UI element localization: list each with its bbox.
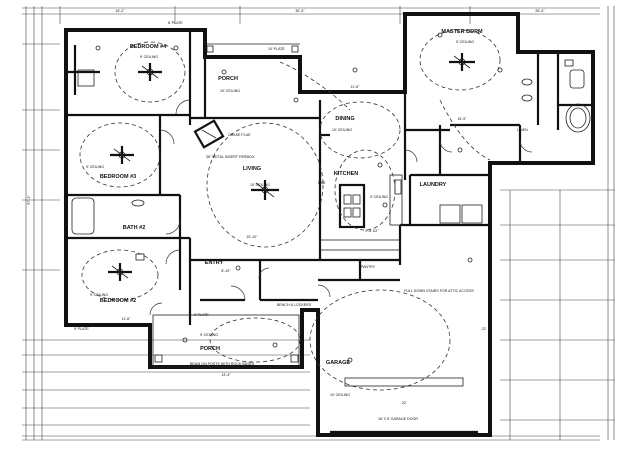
note-attic-stairs: FULL DOWN STAIRS FOR ATTIC ACCESS [404, 289, 474, 293]
room-label-porch-bottom: PORCH [200, 346, 220, 352]
porches [152, 43, 300, 368]
note-ceiling-living: 10' CEILING [250, 183, 270, 187]
room-labels: BEDROOM #4 PORCH MASTER BDRM DINING LIVI… [100, 29, 483, 366]
dim-left-total: 57'-1" [27, 195, 31, 205]
room-label-bedroom2: BEDROOM #2 [100, 298, 136, 304]
note-ceiling-garage: 10' CEILING [330, 393, 350, 397]
garage-door [330, 377, 478, 434]
note-plate-porch: 10' PLATE [268, 47, 285, 51]
note-ceiling-bed3: 9' CEILING [86, 165, 104, 169]
dimension-grid [22, 6, 615, 441]
dim-top-left: 18'-2" [115, 9, 125, 13]
dim-master-width: 15'-9" [457, 117, 467, 121]
note-chase: CHASE FLUE [228, 133, 251, 137]
dim-garage-depth: 22' [482, 327, 487, 331]
dim-kitchen-depth: 9'-8 1/2" [365, 229, 379, 233]
room-label-bedroom4: BEDROOM #4 [130, 44, 167, 50]
light-fixtures [95, 32, 503, 363]
note-beam-post: BEAM ON POST [210, 55, 238, 59]
room-label-master: MASTER BDRM [441, 29, 483, 35]
note-plate-top: 8' PLATE [168, 21, 183, 25]
bath-fixtures [71, 59, 591, 261]
note-plate-left: 9' PLATE [74, 327, 89, 331]
room-label-porch-top: PORCH [218, 76, 238, 82]
dim-dining-width: 11'-8" [351, 85, 361, 89]
room-label-entry: ENTRY [205, 260, 224, 266]
ceiling-fans [108, 53, 475, 281]
room-label-living: LIVING [243, 166, 261, 172]
dim-bed2-width: 11'-6" [122, 317, 132, 321]
note-bench: BENCH & LOCKERS [277, 303, 312, 307]
note-ceiling-porch: 10' CEILING [220, 89, 240, 93]
interior-walls [66, 30, 593, 325]
room-label-dining: DINING [335, 116, 354, 122]
note-garage-door: 16' X 8' GARAGE DOOR [378, 417, 418, 421]
electrical-circuits [79, 29, 501, 391]
note-ceiling-bed4: 9' CEILING [140, 55, 158, 59]
note-ceiling-porch-bottom: 9' CEILING [200, 333, 218, 337]
note-ceiling-bed2: 9' CEILING [90, 293, 108, 297]
room-label-bath2: BATH #2 [123, 225, 146, 231]
annotations: 9' CEILING 10' CEILING 10' PLATE 8' PLAT… [74, 21, 528, 421]
dim-garage-width: 22' [402, 401, 407, 405]
dim-top-right: 26'-4" [535, 9, 545, 13]
room-label-garage: GARAGE [326, 360, 350, 366]
note-linen: LINEN [517, 128, 528, 132]
room-label-bedroom3: BEDROOM #3 [100, 174, 136, 180]
dimension-labels: 18'-2" 30'-3" 26'-4" 15'-10" 11'-8" 9'-8… [27, 9, 545, 405]
dim-porch-width: 13'-4" [221, 373, 231, 377]
note-metal-insert: 36" METAL INSERT FIREBOX [206, 155, 255, 159]
room-label-pantry: PANTRY [361, 265, 376, 269]
door-swings [149, 99, 533, 316]
note-porch-beam: BEAM ON POSTS WITH ROCK BASES [190, 362, 255, 366]
dim-living-width: 15'-10" [246, 235, 258, 239]
room-label-laundry: LAUNDRY [420, 182, 447, 188]
note-ceiling-kitchen: 9' CEILING [370, 195, 388, 199]
note-ceiling-dining: 10' CEILING [332, 128, 352, 132]
note-ceiling-master: 9' CEILING [456, 40, 474, 44]
note-plate-porch-bottom: 9' PLATE [194, 313, 209, 317]
note-bar: BAR [318, 181, 326, 185]
dim-top-mid: 30'-3" [295, 9, 305, 13]
dim-entry-width: 8'-10" [221, 269, 231, 273]
fireplace [193, 119, 225, 149]
room-label-kitchen: KITCHEN [334, 171, 358, 177]
